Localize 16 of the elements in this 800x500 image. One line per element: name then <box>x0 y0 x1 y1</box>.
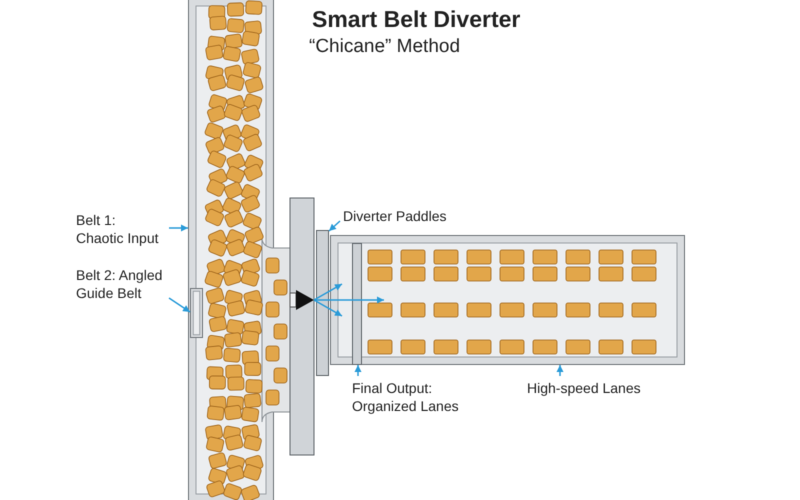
diverter-paddle <box>352 243 362 365</box>
diverter-paddle <box>316 230 329 376</box>
callout-label: Final Output: Organized Lanes <box>352 379 482 415</box>
conveyor-belt <box>330 235 685 365</box>
callout-label: Diverter Paddles <box>343 207 493 225</box>
callout-label: Belt 2: Angled Guide Belt <box>76 266 166 302</box>
subtitle: “Chicane” Method <box>309 36 460 58</box>
guide-belt <box>190 288 203 338</box>
leader-line <box>168 297 190 313</box>
callout-label: High-speed Lanes <box>527 379 667 397</box>
leader-line <box>354 365 362 376</box>
title: Smart Belt Diverter <box>312 6 520 33</box>
leader-line <box>328 220 340 232</box>
callout-label: Belt 1: Chaotic Input <box>76 211 166 247</box>
leader-line <box>556 365 564 376</box>
leader-line <box>169 224 188 232</box>
